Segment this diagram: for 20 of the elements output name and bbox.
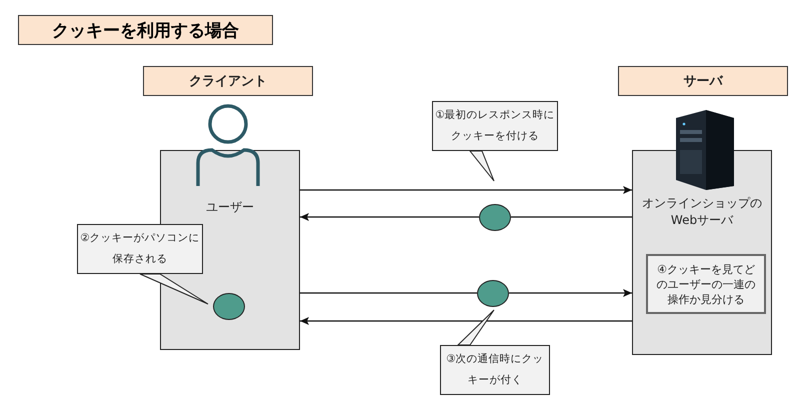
token-ellipse [479, 204, 511, 231]
node-label: オンラインショップのWebサーバ [641, 195, 763, 229]
node-label: ユーザー [206, 199, 254, 216]
node-label: ②クッキーがパソコンに保存される [79, 231, 201, 267]
header-box [618, 66, 788, 96]
header-label: サーバ [684, 73, 722, 90]
arrow [300, 317, 632, 325]
process-box [646, 254, 766, 314]
arrow [300, 186, 632, 194]
node-label: ①最初のレスポンス時にクッキーを付ける [434, 108, 556, 144]
node-label: ④クッキーを見てどのユーザーの一連の操作か見分ける [656, 262, 756, 306]
header-box [143, 66, 313, 96]
token-ellipse [477, 280, 509, 307]
arrow [300, 213, 479, 221]
arrow [509, 289, 632, 297]
title-banner: クッキーを利用する場合 [18, 15, 273, 45]
node-label: ③次の通信時にクッキーが付く [445, 352, 545, 388]
token-ellipse [213, 293, 245, 320]
header-label: クライアント [189, 73, 267, 90]
panel-box [632, 150, 772, 355]
